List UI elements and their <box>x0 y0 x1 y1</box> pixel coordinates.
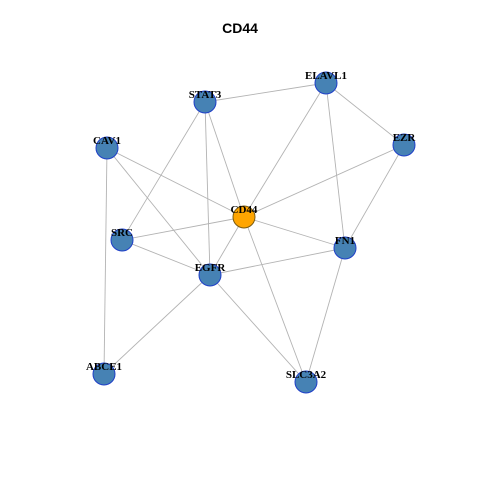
node-slc3a2 <box>294 370 318 394</box>
node-label-elavl1: ELAVL1 <box>305 70 347 82</box>
node-cav1 <box>95 136 119 160</box>
node-label-cav1: CAV1 <box>93 135 121 147</box>
edges-layer <box>103 82 405 383</box>
edge-stat3-cd44 <box>204 101 245 218</box>
plot-title: CD44 <box>222 20 258 36</box>
edge-fn1-slc3a2 <box>305 247 346 383</box>
edge-ezr-fn1 <box>344 144 405 249</box>
node-elavl1 <box>314 71 338 95</box>
node-label-cd44: CD44 <box>231 204 258 216</box>
node-label-egfr: EGFR <box>195 262 227 274</box>
node-egfr <box>198 263 222 287</box>
node-label-fn1: FN1 <box>335 235 355 247</box>
node-src <box>110 228 134 252</box>
node-label-slc3a2: SLC3A2 <box>286 369 327 381</box>
edge-egfr-slc3a2 <box>209 274 307 383</box>
nodes-layer <box>92 71 416 394</box>
edge-cav1-egfr <box>106 147 211 276</box>
edge-cd44-slc3a2 <box>243 216 307 383</box>
edge-cav1-cd44 <box>106 147 245 218</box>
edge-stat3-src <box>121 101 206 241</box>
node-label-ezr: EZR <box>393 132 417 144</box>
edge-cav1-abce1 <box>103 147 108 375</box>
node-label-abce1: ABCE1 <box>86 361 122 373</box>
edge-cd44-src <box>121 216 245 241</box>
node-abce1 <box>92 362 116 386</box>
edge-src-egfr <box>121 239 211 276</box>
node-ezr <box>392 133 416 157</box>
edge-stat3-egfr <box>204 101 211 276</box>
edge-cd44-fn1 <box>243 216 346 249</box>
node-label-src: SRC <box>111 227 133 239</box>
edge-egfr-abce1 <box>103 274 211 375</box>
node-fn1 <box>333 236 357 260</box>
edge-egfr-fn1 <box>209 247 346 276</box>
node-label-stat3: STAT3 <box>189 89 222 101</box>
edge-stat3-elavl1 <box>204 82 327 103</box>
edge-ezr-cd44 <box>243 144 405 218</box>
node-cd44 <box>232 205 256 229</box>
node-stat3 <box>193 90 217 114</box>
edge-elavl1-fn1 <box>325 82 346 249</box>
edge-elavl1-ezr <box>325 82 405 146</box>
edge-elavl1-cd44 <box>243 82 327 218</box>
